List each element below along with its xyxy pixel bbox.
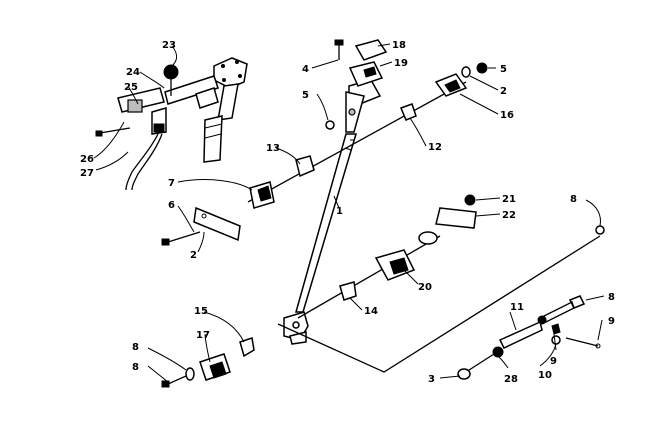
callout-2-lower: 2 (190, 250, 197, 261)
lower-right-parts (457, 225, 605, 380)
callout-6: 6 (168, 200, 175, 211)
callout-17: 8 (570, 194, 577, 205)
callout-5-left: 5 (302, 90, 309, 101)
lower-left-parts (161, 337, 255, 388)
callout-8-middle-left: 13 (266, 143, 280, 154)
leader-lines (93, 43, 605, 383)
callout-8-lower-middle: 14 (364, 306, 378, 317)
callout-8-lower-left: 15 (194, 306, 208, 317)
callout-13: 8 (132, 362, 139, 373)
callout-2-upper: 2 (500, 86, 507, 97)
callout-3: 3 (428, 374, 435, 385)
middle-left-parts (161, 155, 315, 246)
callout-26: 25 (124, 82, 138, 93)
callout-28: 27 (80, 168, 94, 179)
callout-9-upper: 16 (500, 110, 514, 121)
callout-1: 1 (336, 206, 343, 217)
callout-25: 24 (126, 67, 140, 78)
steering-post (283, 79, 382, 345)
callout-8-upper-right: 12 (428, 142, 442, 153)
callout-27: 26 (80, 154, 94, 165)
upper-left-assembly (95, 57, 248, 191)
callout-labels: 23 24 25 26 27 4 18 19 5 5 2 16 12 13 7 … (80, 40, 615, 385)
top-clamp-parts (325, 39, 488, 130)
reference-lines (247, 81, 601, 373)
callout-12: 8 (132, 342, 139, 353)
callout-16: 22 (502, 210, 516, 221)
callout-14: 20 (418, 282, 432, 293)
callout-18: 8 (608, 292, 615, 303)
callout-24: 23 (162, 40, 176, 51)
callout-21: 10 (538, 370, 552, 381)
callout-23: 28 (504, 374, 518, 385)
callout-10: 18 (392, 40, 406, 51)
callout-20: 9 (550, 356, 557, 367)
callout-9-lower: 17 (196, 330, 210, 341)
callout-5-right: 5 (500, 64, 507, 75)
callout-11: 19 (394, 58, 408, 69)
middle-right-parts (339, 194, 477, 301)
callout-4: 4 (302, 64, 309, 75)
callout-22: 11 (510, 302, 524, 313)
callout-19: 9 (608, 316, 615, 327)
callout-15: 21 (502, 194, 516, 205)
callout-7: 7 (168, 178, 175, 189)
